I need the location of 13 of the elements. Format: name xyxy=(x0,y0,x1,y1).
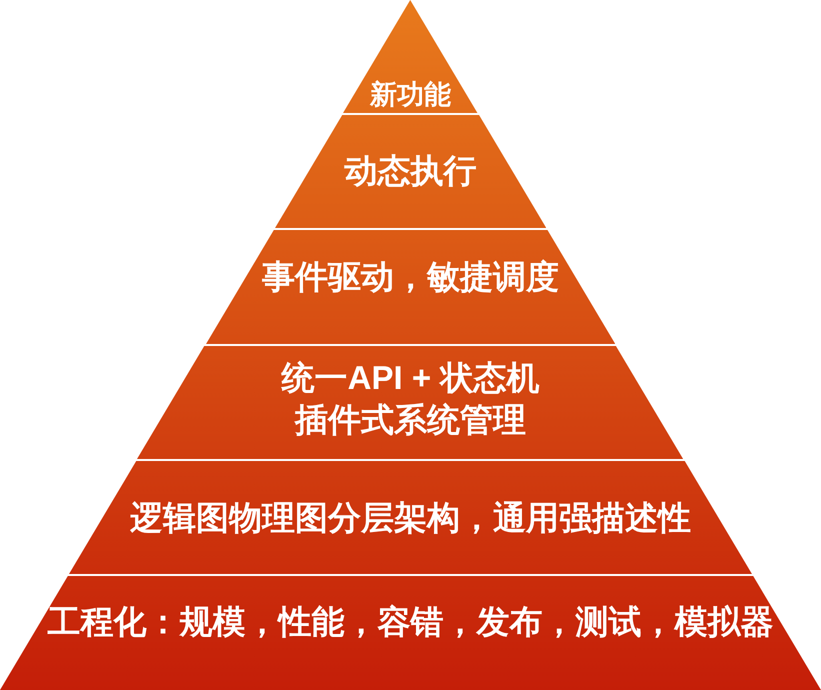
pyramid-tier xyxy=(343,0,478,113)
tier-label: 工程化：规模，性能，容错，发布，测试，模拟器 xyxy=(46,602,774,642)
pyramid-tier xyxy=(0,576,821,690)
tier-label: 动态执行 xyxy=(343,150,478,191)
tier-label: 插件式系统管理 xyxy=(293,400,527,440)
pyramid-tier xyxy=(69,461,752,574)
tier-label: 统一API + 状态机 xyxy=(280,358,540,398)
tier-label: 事件驱动，敏捷调度 xyxy=(260,256,560,297)
pyramid-tier xyxy=(274,115,546,228)
pyramid-tier xyxy=(137,346,684,459)
pyramid-tier xyxy=(206,230,616,344)
tier-label: 逻辑图物理图分层架构，通用强描述性 xyxy=(128,498,692,538)
tier-label: 新功能 xyxy=(368,78,452,112)
